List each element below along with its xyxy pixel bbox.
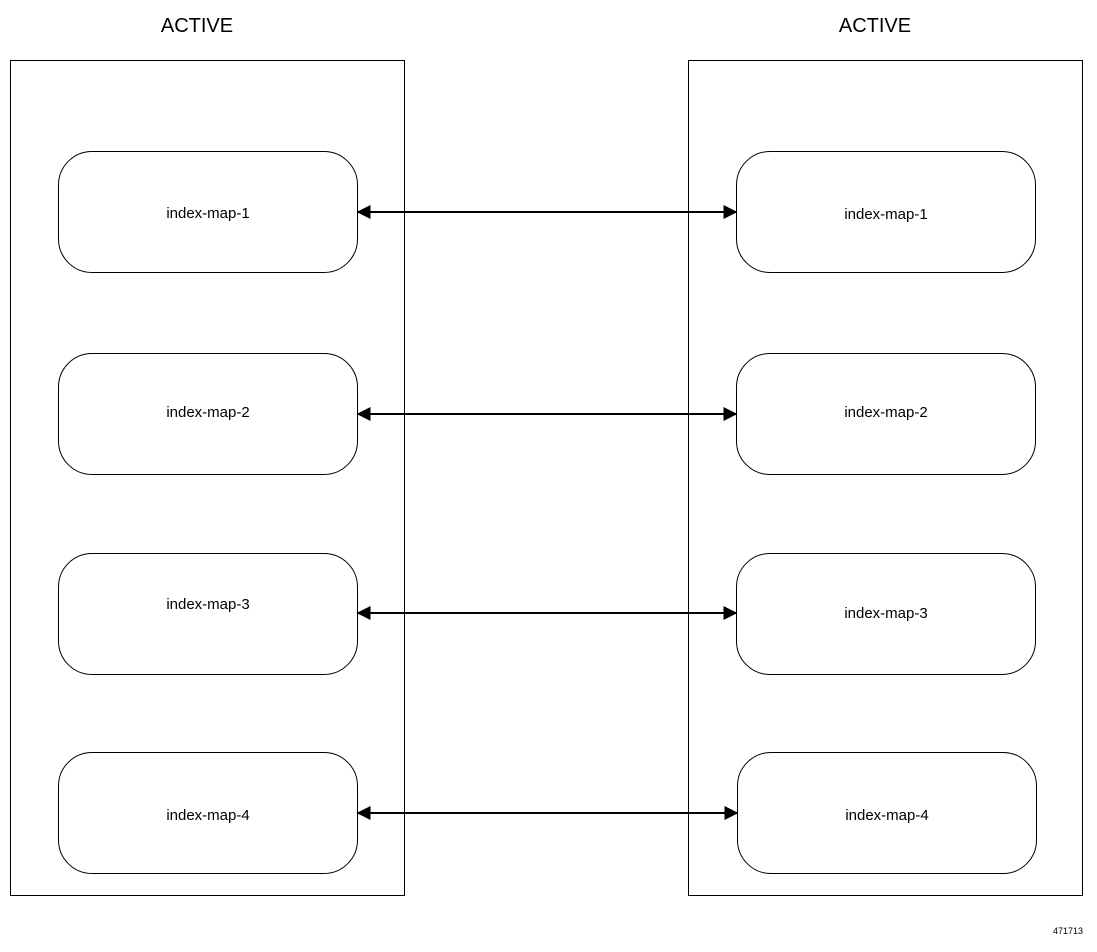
map-label: index-map-3 xyxy=(844,605,928,622)
left-cluster xyxy=(10,60,405,896)
left-index-map-2: index-map-2 xyxy=(58,353,358,475)
map-label: index-map-4 xyxy=(845,807,929,824)
right-cluster xyxy=(688,60,1083,896)
map-label: index-map-2 xyxy=(166,404,250,421)
map-label: index-map-1 xyxy=(166,205,250,222)
map-label: index-map-2 xyxy=(844,404,928,421)
left-index-map-1: index-map-1 xyxy=(58,151,358,273)
right-index-map-1: index-map-1 xyxy=(736,151,1036,273)
left-cluster-title: ACTIVE xyxy=(160,15,234,37)
right-index-map-3: index-map-3 xyxy=(736,553,1036,675)
map-label: index-map-4 xyxy=(166,807,250,824)
figure-id: 471713 xyxy=(1052,926,1083,936)
right-index-map-2: index-map-2 xyxy=(736,353,1036,475)
map-label: index-map-1 xyxy=(844,206,928,223)
map-label: index-map-3 xyxy=(166,596,250,613)
left-index-map-4: index-map-4 xyxy=(58,752,358,874)
right-index-map-4: index-map-4 xyxy=(737,752,1037,874)
left-index-map-3: index-map-3 xyxy=(58,553,358,675)
right-cluster-title: ACTIVE xyxy=(838,15,912,37)
